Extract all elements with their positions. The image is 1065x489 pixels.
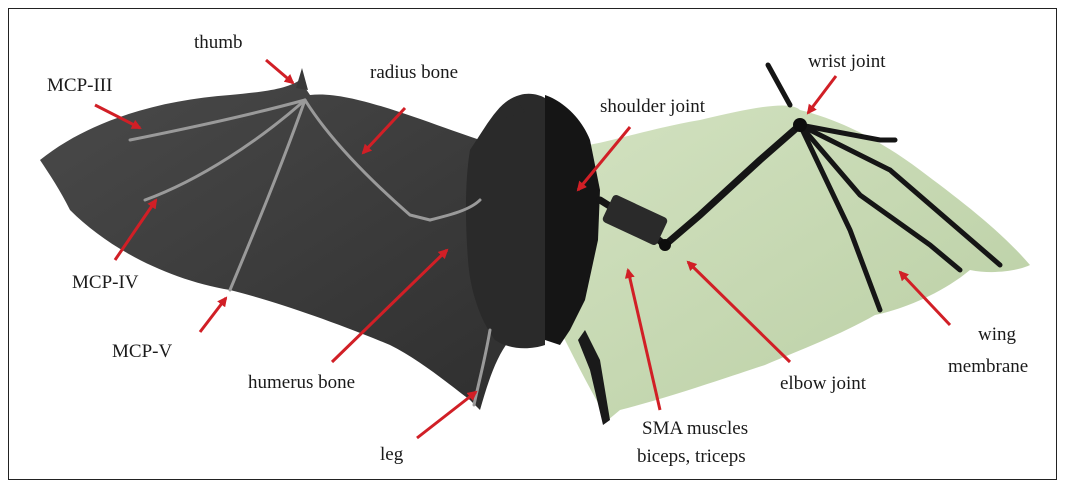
label-wing-membrane-line1: wing xyxy=(978,324,1017,345)
label-leg: leg xyxy=(380,444,404,465)
label-humerus-bone: humerus bone xyxy=(248,372,355,393)
thumb-claw xyxy=(296,68,308,90)
label-thumb: thumb xyxy=(194,32,243,53)
arrow-thumb xyxy=(266,60,293,83)
label-mcp-v: MCP-V xyxy=(112,341,172,362)
arrow-wrist-joint xyxy=(808,76,836,113)
label-shoulder-joint: shoulder joint xyxy=(600,96,706,117)
label-mcp-iii: MCP-III xyxy=(47,75,112,96)
wrist-post xyxy=(768,65,790,105)
wrist-joint-hub xyxy=(793,118,807,132)
label-wrist-joint: wrist joint xyxy=(808,51,886,72)
label-wing-membrane-line2: membrane xyxy=(948,356,1028,377)
arrow-leg xyxy=(417,392,476,438)
label-mcp-iv: MCP-IV xyxy=(72,272,139,293)
label-elbow-joint: elbow joint xyxy=(780,373,867,394)
label-sma-line2: biceps, triceps xyxy=(637,446,746,467)
elbow-joint-hub xyxy=(659,239,671,251)
label-sma-line1: SMA muscles xyxy=(642,418,748,439)
arrow-mcp-v xyxy=(200,298,226,332)
label-radius-bone: radius bone xyxy=(370,62,458,83)
